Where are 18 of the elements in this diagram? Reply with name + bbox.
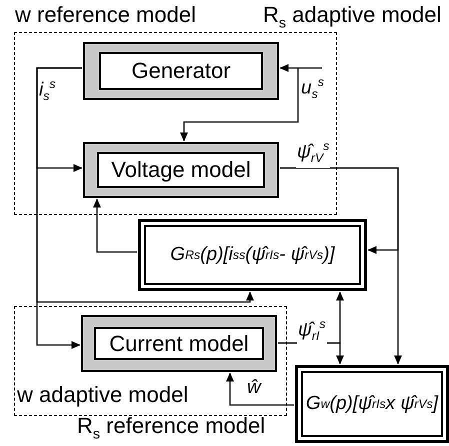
process-block — [83, 42, 279, 100]
process-block — [83, 142, 279, 198]
group-title: w reference model — [15, 3, 196, 27]
block-label: Voltage model — [97, 152, 265, 188]
arrow — [180, 68, 299, 142]
block-label: Current model — [94, 327, 264, 360]
group-title: w adaptive model — [17, 383, 188, 407]
arrow — [280, 167, 402, 364]
arrow — [226, 372, 294, 406]
group-title: R$_{s}$ reference model — [77, 414, 266, 444]
arrow — [36, 67, 254, 303]
group-title: R$_{s}$ adaptive model — [263, 3, 442, 34]
transfer-function-box — [295, 365, 449, 443]
block-label: Generator — [99, 52, 263, 90]
process-block — [81, 315, 277, 372]
transfer-function-box — [138, 219, 367, 291]
arrow — [280, 64, 322, 72]
arrow — [93, 198, 137, 253]
